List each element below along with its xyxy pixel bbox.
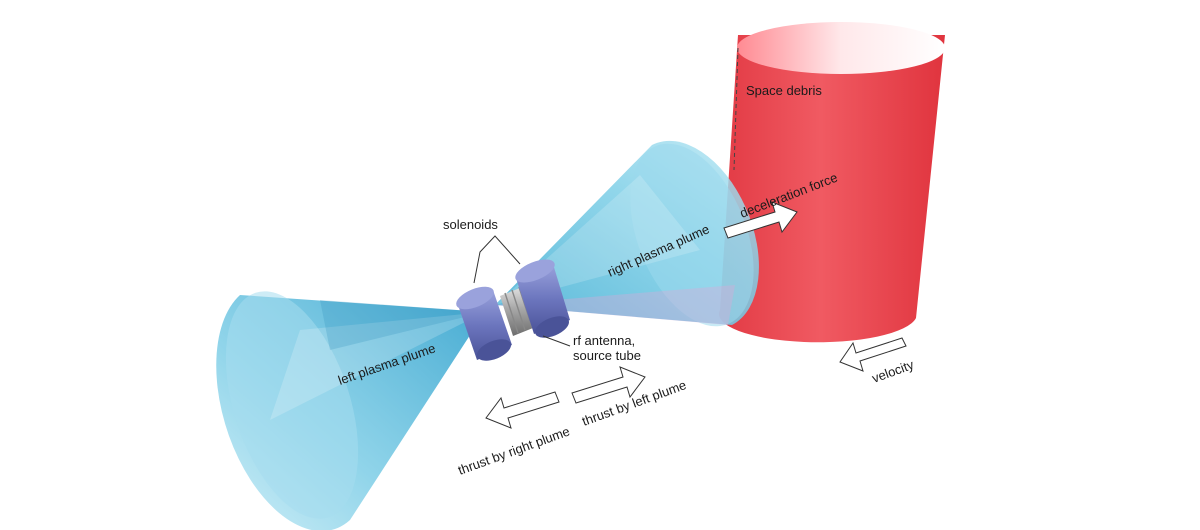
- thrust-by-right-plume-arrow: [485, 391, 560, 429]
- rf-antenna-label: rf antenna,: [573, 333, 635, 348]
- velocity-arrow: [839, 337, 907, 372]
- leader-lines: [473, 235, 571, 347]
- thrust-by-left-plume-arrow: [571, 366, 646, 404]
- thrust-by-right-plume-label: thrust by right plume: [456, 423, 572, 477]
- thruster-assembly: [456, 259, 570, 361]
- deceleration-force-arrow: [723, 201, 798, 239]
- solenoids-label: solenoids: [443, 217, 498, 232]
- velocity-label: velocity: [870, 357, 916, 386]
- left-plasma-plume: [216, 291, 485, 530]
- solenoid-right: [515, 259, 570, 338]
- right-plasma-plume: [495, 140, 759, 327]
- source-tube-label: source tube: [573, 348, 641, 363]
- solenoid-left: [456, 286, 512, 361]
- space-debris-cylinder: [719, 22, 945, 343]
- space-debris-label: Space debris: [746, 83, 822, 98]
